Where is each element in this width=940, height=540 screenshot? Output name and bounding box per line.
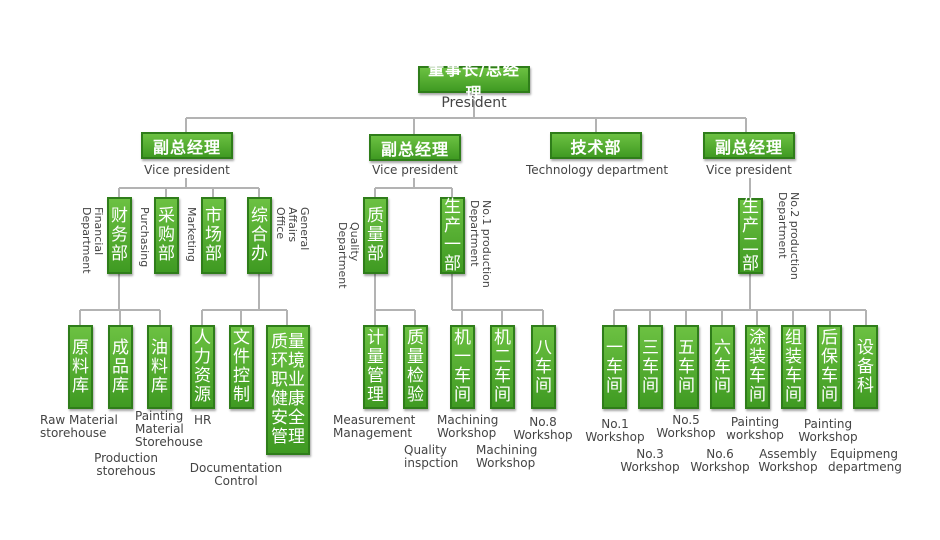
hr-label: HR (194, 413, 212, 427)
finance-dept-label: Financial Department (80, 207, 105, 274)
painting-workshop-text: 涂装车间 (749, 328, 766, 405)
president-label: President (441, 95, 507, 111)
quality-inspection-text: 质量检验 (407, 328, 424, 405)
equipment-dept-text: 设备科 (857, 337, 874, 396)
workshop-8-text: 八车间 (535, 337, 552, 396)
measurement-text: 计量管理 (367, 328, 384, 405)
workshop-8-box[interactable]: 八车间 (531, 325, 556, 409)
painting-workshop-box[interactable]: 涂装车间 (745, 325, 770, 409)
production-1-box[interactable]: 生产一部 (440, 197, 465, 274)
assembly-workshop-box[interactable]: 组装车间 (781, 325, 806, 409)
quality-inspection-box[interactable]: 质量检验 (403, 325, 428, 409)
workshop-5-box[interactable]: 五车间 (674, 325, 699, 409)
workshop-8-label: No.8 Workshop (513, 415, 573, 442)
general-office-text: 综合办 (251, 206, 268, 264)
machining-1-text: 机一车间 (454, 328, 471, 405)
post-paint-workshop-text: 后保车间 (821, 328, 838, 405)
post-paint-workshop-box[interactable]: 后保车间 (817, 325, 842, 409)
workshop-6-box[interactable]: 六车间 (710, 325, 735, 409)
vp-left-box[interactable]: 副总经理 (141, 132, 233, 159)
workshop-1-label: No.1 Workshop (585, 417, 645, 444)
tech-dept-label: Technology department (526, 163, 669, 177)
workshop-5-label: No.5 Workshop (656, 413, 716, 440)
assembly-workshop-label: Assembly Workshop (758, 447, 818, 474)
machining-2-text: 机二车间 (494, 328, 511, 405)
machining-2-box[interactable]: 机二车间 (490, 325, 515, 409)
production-2-text: 生产二部 (742, 197, 759, 274)
quality-dept-label: Quality Department (336, 222, 361, 289)
assembly-workshop-text: 组装车间 (785, 328, 802, 405)
doc-control-text: 文件控制 (233, 328, 250, 405)
raw-material-store-label: Raw Material storehouse (40, 413, 118, 440)
workshop-3-box[interactable]: 三车间 (638, 325, 663, 409)
paint-material-store-label: Painting Material Storehouse (135, 409, 203, 449)
market-dept-text: 市场部 (205, 206, 222, 264)
machining-1-box[interactable]: 机一车间 (450, 325, 475, 409)
hr-box[interactable]: 人力资源 (190, 325, 215, 409)
vp-right-box[interactable]: 副总经理 (703, 132, 795, 159)
production-2-box[interactable]: 生产二部 (738, 198, 763, 274)
market-dept-box[interactable]: 市场部 (201, 197, 226, 274)
general-office-label: General Affairs Office (274, 207, 311, 251)
purchase-dept-text: 采购部 (158, 206, 175, 264)
quality-dept-box[interactable]: 质量部 (363, 197, 388, 274)
product-store-label: Production storehous (94, 451, 158, 478)
workshop-1-text: 一车间 (606, 337, 623, 396)
vp-mid-label: Vice president (372, 163, 458, 177)
president-box[interactable]: 董事长/总经理 (418, 60, 530, 103)
doc-control-box[interactable]: 文件控制 (229, 325, 254, 409)
doc-control-label: Documentation Control (189, 461, 283, 488)
vp-right-label: Vice president (706, 163, 792, 177)
paint-material-store-text: 油料库 (151, 337, 168, 396)
product-store-text: 成品库 (112, 337, 129, 396)
post-paint-workshop-label: Painting Workshop (798, 417, 858, 444)
finance-dept-box[interactable]: 财务部 (107, 197, 132, 274)
painting-workshop-label: Painting workshop (726, 415, 784, 442)
equipment-dept-label: Equipmeng departmeng (828, 447, 902, 474)
raw-material-store-box[interactable]: 原料库 (68, 325, 93, 409)
measurement-label: Measurement Management (333, 413, 416, 440)
workshop-3-label: No.3 Workshop (620, 447, 680, 474)
workshop-6-text: 六车间 (714, 337, 731, 396)
measurement-box[interactable]: 计量管理 (363, 325, 388, 409)
finance-dept-text: 财务部 (111, 206, 128, 264)
workshop-6-label: No.6 Workshop (690, 447, 750, 474)
production-1-label: No.1 production Department (468, 200, 493, 288)
workshop-1-box[interactable]: 一车间 (602, 325, 627, 409)
production-1-text: 生产一部 (444, 196, 461, 274)
workshop-5-text: 五车间 (678, 337, 695, 396)
equipment-dept-box[interactable]: 设备科 (853, 325, 878, 409)
raw-material-store-text: 原料库 (72, 337, 89, 396)
qehs-management-box[interactable]: 质量环境职业健康安全管理 (266, 325, 310, 455)
general-office-box[interactable]: 综合办 (247, 197, 272, 274)
purchase-dept-box[interactable]: 采购部 (154, 197, 179, 274)
quality-inspection-label: Quality inspction (404, 443, 459, 470)
paint-material-store-box[interactable]: 油料库 (147, 325, 172, 409)
purchase-dept-label: Purchasing (138, 207, 151, 268)
product-store-box[interactable]: 成品库 (108, 325, 133, 409)
market-dept-label: Marketing (185, 207, 198, 262)
vp-mid-box[interactable]: 副总经理 (369, 134, 461, 161)
tech-dept-box[interactable]: 技术部 (550, 132, 642, 159)
quality-dept-text: 质量部 (367, 206, 384, 264)
machining-1-label: Machining Workshop (437, 413, 499, 440)
qehs-management-text: 质量环境职业健康安全管理 (271, 332, 305, 447)
hr-text: 人力资源 (194, 328, 211, 405)
machining-2-label: Machining Workshop (476, 443, 538, 470)
workshop-3-text: 三车间 (642, 337, 659, 396)
vp-left-label: Vice president (144, 163, 230, 177)
production-2-label: No.2 production Department (776, 192, 801, 280)
